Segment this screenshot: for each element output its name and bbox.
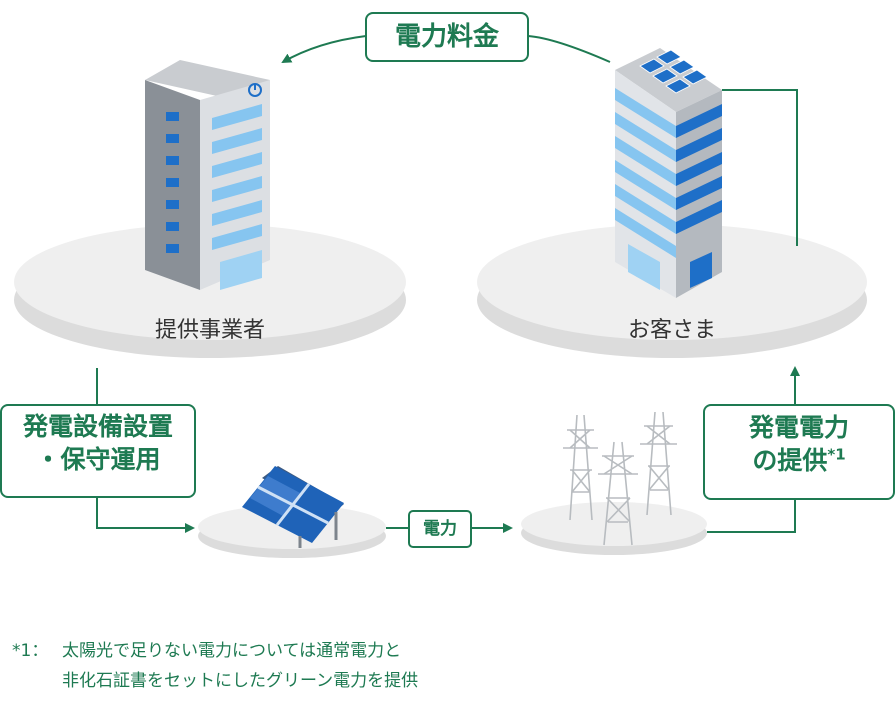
install-arrow	[96, 368, 193, 528]
power-box	[408, 510, 472, 548]
fee-arrow	[283, 35, 611, 62]
footnote-text1: 太陽光で足りない電力については通常電力と	[62, 641, 402, 661]
customer-return-line	[722, 89, 798, 246]
footnote-mark: *1：	[12, 641, 49, 661]
supply-label-line2: の提供*1	[704, 445, 894, 478]
customer-building	[615, 48, 722, 298]
fee-label: 電力料金	[394, 22, 499, 52]
provider-building	[145, 60, 270, 290]
transmission-towers	[563, 411, 677, 546]
supply-note-mark: *1	[827, 445, 846, 464]
supply-label-line1: 発電電力	[748, 413, 849, 442]
customer-label: お客さま	[627, 318, 716, 343]
install-box	[0, 404, 196, 498]
footnote-line2: 非化石証書をセットにしたグリーン電力を提供	[62, 671, 419, 691]
install-label: 発電設備設置 ・保守運用	[1, 411, 195, 476]
provider-label: 提供事業者	[154, 318, 265, 343]
tower-platform	[521, 502, 707, 555]
footnote: *1： 太陽光で足りない電力については通常電力と 非化石証書をセットにしたグリーン…	[12, 636, 418, 696]
power-label: 電力	[423, 519, 457, 539]
supply-label: 発電電力 の提供*1	[704, 412, 894, 477]
supply-box	[703, 404, 895, 500]
solar-panel	[242, 466, 344, 548]
supply-label-text: の提供	[752, 445, 828, 475]
supply-arrow	[707, 368, 795, 533]
install-label-line1: 発電設備設置	[22, 412, 173, 441]
footnote-line1: *1： 太陽光で足りない電力については通常電力と	[12, 636, 418, 666]
install-label-line2: ・保守運用	[35, 444, 161, 474]
fee-box	[365, 12, 529, 62]
